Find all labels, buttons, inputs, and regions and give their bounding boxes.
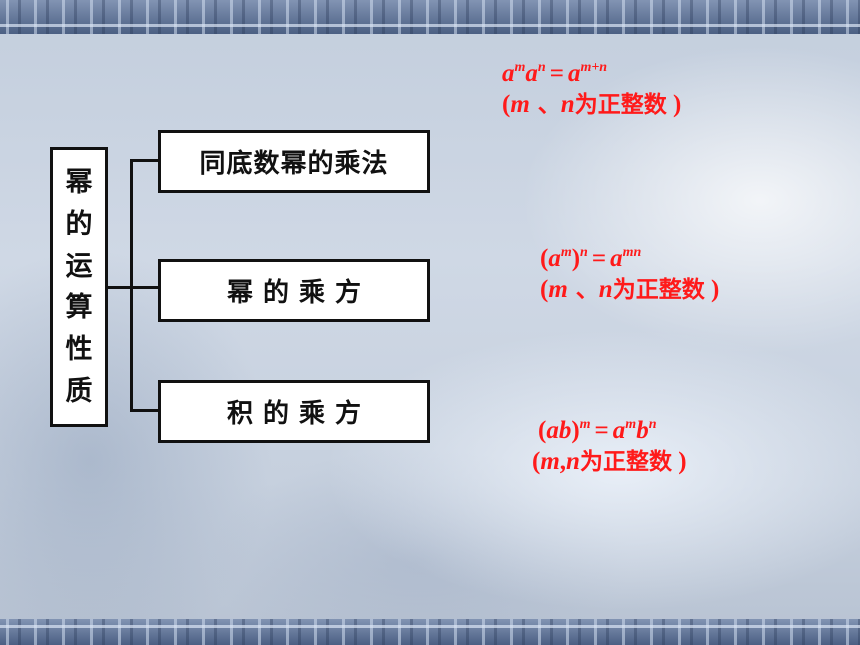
connector-branch-3 xyxy=(130,409,160,412)
connector-branch-2 xyxy=(130,286,160,289)
branch-box-power-of-power: 幂的乘方 xyxy=(158,259,430,322)
main-topic-char: 性 xyxy=(65,333,93,365)
branch-label: 同底数幂的乘法 xyxy=(199,149,389,179)
formula-product-same-base: aman=am+n (m 、n为正整数 ) xyxy=(502,58,681,121)
branch-label: 积的乘方 xyxy=(226,399,371,429)
top-border-band xyxy=(0,0,860,34)
formula-expression: (ab)m=ambn xyxy=(538,417,657,444)
main-topic-char: 运 xyxy=(65,250,93,282)
formula-condition: (m 、n为正整数 ) xyxy=(502,91,682,119)
main-topic-char: 算 xyxy=(65,292,93,324)
formula-condition: (m 、n为正整数 ) xyxy=(540,276,720,304)
formula-expression: (am)n=amn xyxy=(540,245,642,272)
branch-box-product-same-base: 同底数幂的乘法 xyxy=(158,130,430,193)
main-topic-box: 幂 的 运 算 性 质 xyxy=(50,147,108,427)
branch-box-power-of-product: 积的乘方 xyxy=(158,380,430,443)
formula-power-of-product: (ab)m=ambn (m,n为正整数 ) xyxy=(532,415,687,478)
main-topic-char: 的 xyxy=(65,208,93,240)
branch-label: 幂的乘方 xyxy=(226,278,371,308)
bottom-border-band xyxy=(0,619,860,645)
formula-expression: aman=am+n xyxy=(502,60,608,87)
connector-branch-1 xyxy=(130,159,160,162)
main-topic-char: 幂 xyxy=(65,167,93,199)
connector-spine xyxy=(130,159,133,412)
connector-stem xyxy=(108,286,132,289)
main-topic-char: 质 xyxy=(65,375,93,407)
formula-power-of-power: (am)n=amn (m 、n为正整数 ) xyxy=(540,243,719,306)
formula-condition: (m,n为正整数 ) xyxy=(532,448,687,476)
